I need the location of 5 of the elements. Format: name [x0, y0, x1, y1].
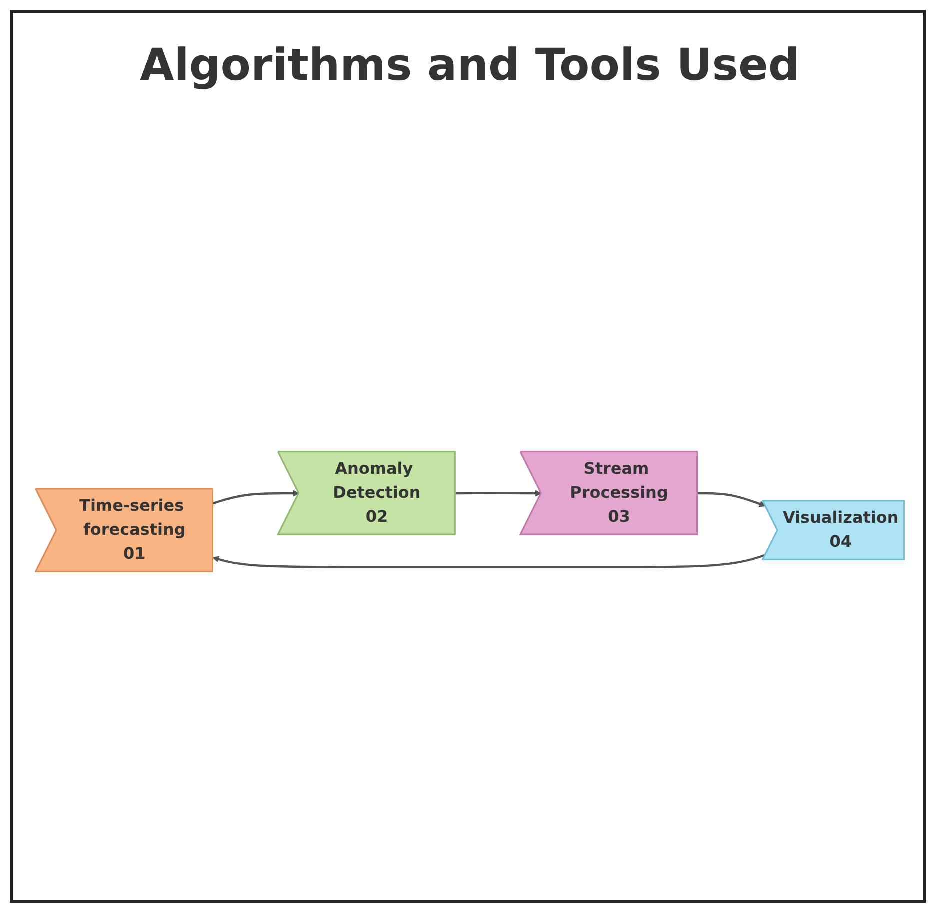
arrow — [698, 492, 766, 507]
arrow — [455, 490, 542, 496]
diagram-title: Algorithms and Tools Used — [139, 40, 801, 91]
arrow — [212, 554, 766, 568]
arrow — [212, 490, 300, 504]
